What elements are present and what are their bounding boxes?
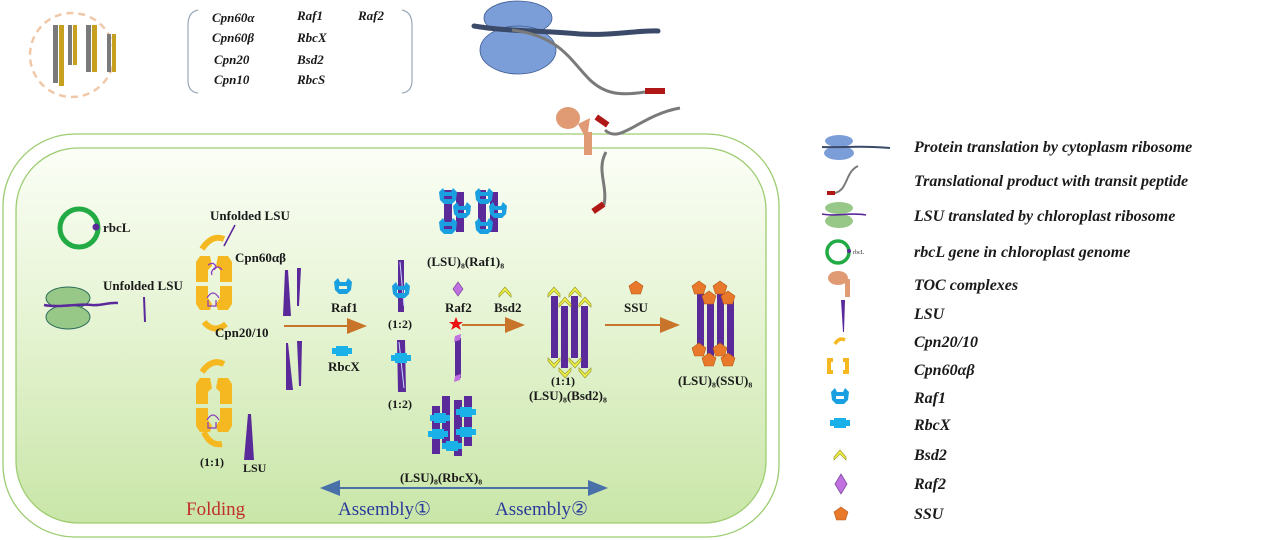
cpn60-label: Cpn60αβ: [235, 250, 286, 265]
ratio-label-cpn: (1:1): [200, 455, 224, 469]
ssu-complex-label: (LSU)₈(SSU)₈: [678, 373, 752, 388]
stage-assembly-1: Assembly①: [338, 499, 431, 520]
cpn20-lid-icon: [199, 234, 226, 251]
imported-peptide: [591, 106, 681, 214]
star-icon: [449, 317, 463, 330]
gene-raf2: Raf2: [357, 8, 385, 23]
rbcl-gene-icon: [57, 206, 101, 250]
legend-label-5: LSU: [913, 306, 946, 323]
legend-bsd2-icon: [833, 449, 847, 461]
gene-bsd2: Bsd2: [296, 52, 324, 67]
raf1-label: Raf1: [331, 300, 358, 315]
chloroplast: [2, 133, 780, 538]
rbcl-label: rbcL: [103, 220, 131, 235]
lsu-raf2-intermediate: [454, 334, 461, 382]
legend-cytoplasm-ribosome-icon: [821, 135, 891, 160]
lsu-raf1-dimer: [392, 260, 410, 312]
gene-raf1: Raf1: [296, 8, 323, 23]
legend-toc-complex-icon: [828, 271, 850, 297]
legend-rbcl-gene-icon: rbcL: [825, 239, 865, 265]
legend: rbcL Protein translation by cytoplasm ri…: [821, 135, 1192, 523]
legend-label-4: TOC complexes: [914, 277, 1018, 294]
legend-raf2-icon: [834, 473, 848, 495]
legend-chloroplast-ribosome-icon: [821, 202, 867, 228]
raf2-label: Raf2: [445, 300, 472, 315]
lsu8-rbcx-8-complex: [428, 396, 476, 456]
nuclear-gene-list: Cpn60α Raf1 Raf2 Cpn60β RbcX Cpn20 Bsd2 …: [187, 8, 413, 94]
rbcx-label: RbcX: [328, 359, 360, 374]
gene-cpn10: Cpn10: [214, 72, 250, 87]
lsu8-ssu8-holoenzyme: [691, 280, 736, 367]
legend-label-3: rbcL gene in chloroplast genome: [914, 244, 1130, 261]
lsu-dimer-bottom: [286, 341, 302, 390]
legend-ssu-icon: [833, 506, 849, 521]
legend-label-12: SSU: [914, 506, 945, 523]
cytoplasm-ribosome-icon: [471, 0, 665, 96]
cpn60-chaperonin-release: [196, 359, 232, 448]
ssu-label: SSU: [624, 300, 648, 315]
gene-cpn60b: Cpn60β: [212, 30, 254, 45]
ratio-label-raf1: (1:2): [388, 317, 412, 331]
cpn20-label: Cpn20/10: [215, 325, 268, 340]
legend-label-9: RbcX: [913, 417, 951, 434]
ratio-label-rbcx: (1:2): [388, 397, 412, 411]
toc-complex-icon: [556, 107, 592, 155]
unfolded-lsu-label-2: Unfolded LSU: [210, 208, 290, 223]
legend-transit-peptide-icon: [827, 165, 859, 195]
legend-label-1: Translational product with transit pepti…: [914, 173, 1188, 190]
lsu8-raf1-8-complex: [439, 188, 507, 234]
bsd2-label: Bsd2: [494, 300, 521, 315]
chloroplast-ribosome-icon: [43, 286, 119, 330]
stage-assembly-2: Assembly②: [495, 499, 588, 520]
legend-lsu-icon: [841, 300, 845, 332]
legend-label-7: Cpn60αβ: [914, 362, 975, 379]
bsd2-complex-label: (LSU)₈(Bsd2)₈: [529, 388, 607, 403]
unfolded-lsu-label-1: Unfolded LSU: [103, 278, 183, 293]
legend-label-11: Raf2: [913, 476, 946, 493]
lsu-dimer-top: [283, 268, 301, 316]
legend-label-2: LSU translated by chloroplast ribosome: [913, 208, 1175, 225]
legend-cpn60-icon: [827, 358, 849, 374]
cpn60-chaperonin-folding: [196, 234, 232, 332]
legend-raf1-icon: [831, 388, 849, 404]
ratio-label-bsd2: (1:1): [551, 374, 575, 388]
raf1-complex-label: (LSU)₈(Raf1)₈: [427, 254, 504, 269]
legend-rbcx-icon: [830, 418, 850, 428]
lsu-label: LSU: [243, 461, 267, 475]
nucleus: [28, 11, 116, 99]
rbcx-complex-label: (LSU)₈(RbcX)₈: [400, 470, 482, 485]
legend-cpn20-icon: [833, 337, 846, 345]
gene-cpn20: Cpn20: [214, 52, 250, 67]
lsu-rbcx-dimer: [391, 340, 411, 392]
chromosomes-icon: [53, 25, 116, 86]
legend-label-8: Raf1: [913, 390, 946, 407]
legend-label-0: Protein translation by cytoplasm ribosom…: [913, 139, 1192, 156]
stage-folding: Folding: [186, 499, 246, 520]
gene-cpn60a: Cpn60α: [212, 10, 255, 25]
lsu-monomer: [244, 414, 254, 460]
gene-rbcx: RbcX: [296, 30, 327, 45]
legend-label-6: Cpn20/10: [914, 334, 978, 351]
gene-rbcs: RbcS: [296, 72, 325, 87]
raf2-icon: [452, 281, 464, 297]
lsu8-bsd2-8-complex: [547, 286, 592, 379]
legend-rbcl-small: rbcL: [853, 250, 865, 256]
unfolded-lsu-strand: [143, 296, 146, 323]
legend-label-10: Bsd2: [913, 447, 947, 464]
